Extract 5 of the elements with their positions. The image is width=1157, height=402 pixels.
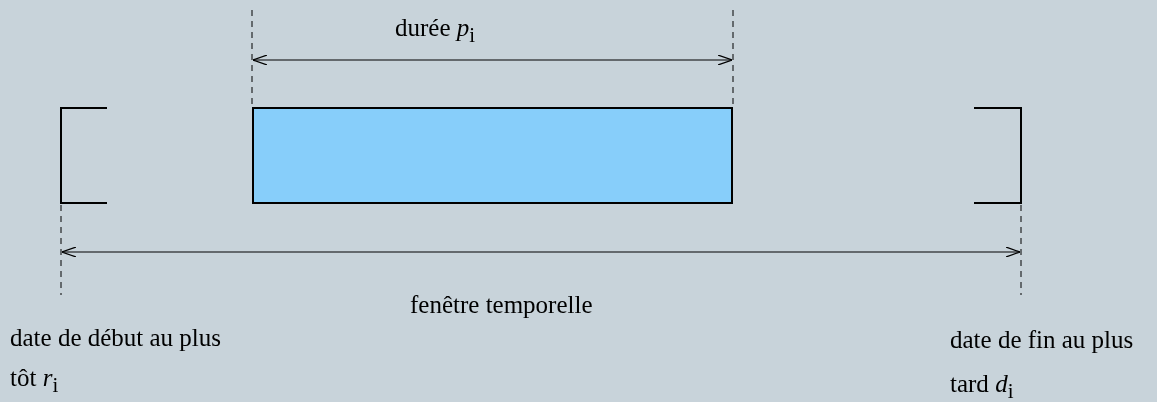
- annotation-text: date de début au plus tôt r$_{i}$: [10, 323, 223, 399]
- dimension-label: fenêtre temporelle: [410, 290, 594, 320]
- task-bar: [252, 107, 733, 204]
- dimension-label: durée p$_{i}$: [395, 13, 477, 49]
- annotation-text: date de fin au plus tard d$_{i}$: [950, 325, 1135, 402]
